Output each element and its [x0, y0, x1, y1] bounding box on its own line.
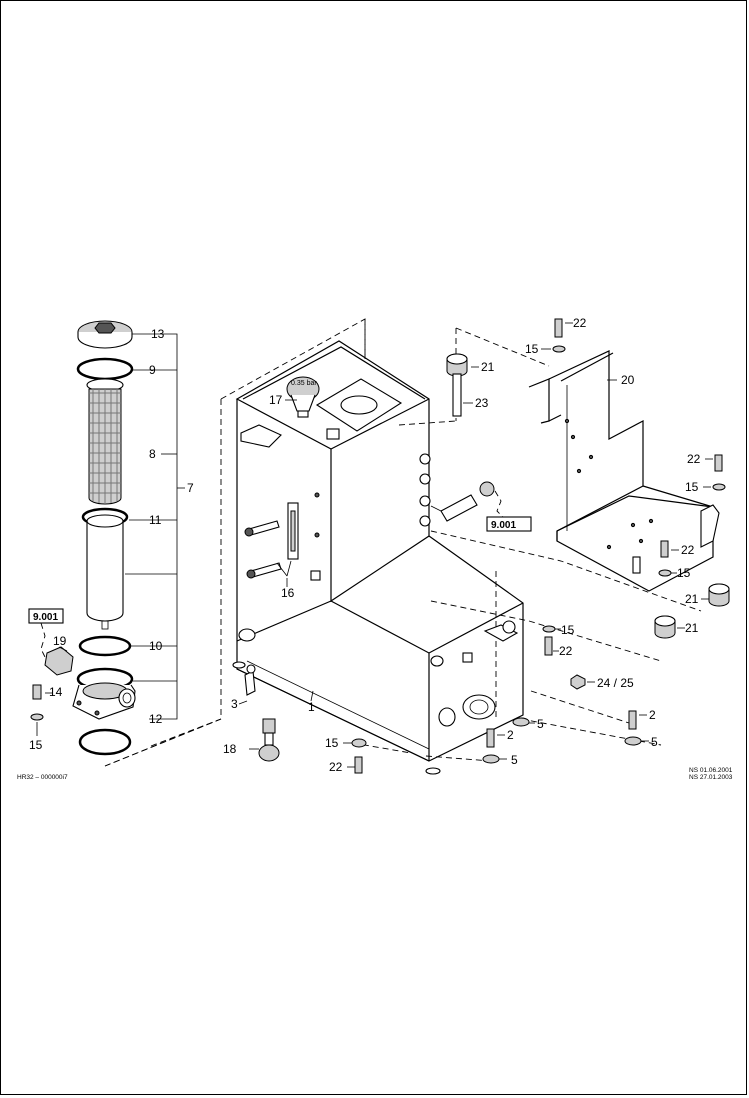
- callout-22-bottom: 22: [329, 760, 343, 774]
- breather-cap: [286, 376, 320, 418]
- rubber-mount-right: [708, 583, 730, 607]
- callout-15-middle: 15: [561, 623, 575, 637]
- callout-24-25: 24 / 25: [597, 676, 634, 690]
- callout-16: 16: [281, 586, 295, 600]
- callout-23: 23: [475, 396, 489, 410]
- hydraulic-tank: [104, 318, 702, 775]
- callout-14: 14: [49, 685, 63, 699]
- callout-2-right: 2: [649, 708, 656, 722]
- reference-9001-mid: 9.001: [491, 520, 516, 531]
- callout-21-right: 21: [685, 592, 699, 606]
- callout-15-right-lower: 15: [677, 566, 691, 580]
- reference-9001-mid-frame: [486, 516, 532, 532]
- callout-18: 18: [223, 742, 237, 756]
- callout-5-center: 5: [511, 753, 518, 767]
- callout-15: 15: [29, 738, 43, 752]
- drawing-code: HR32 – 000000i7: [17, 774, 68, 781]
- callout-15-bottom: 15: [325, 736, 339, 750]
- callout-5-right: 5: [651, 735, 658, 749]
- revision-1: NS 01.06.2001: [689, 767, 733, 774]
- callout-1: 1: [308, 700, 315, 714]
- callout-7: 7: [187, 481, 194, 495]
- filter-housing: [86, 514, 124, 630]
- breather-pressure-label: 0.35 bar: [291, 380, 317, 387]
- filter-head: [72, 667, 136, 720]
- callout-2-center: 2: [507, 728, 514, 742]
- callout-21-top: 21: [481, 360, 495, 374]
- filter-assembly: [28, 320, 185, 756]
- callout-5-foot: 5: [537, 717, 544, 731]
- callout-10: 10: [149, 639, 163, 653]
- rubber-mount-center: [654, 615, 676, 639]
- callout-20: 20: [621, 373, 635, 387]
- callout-labels: 13 9 8 7 11 10 12 19 14 15 9.001 17 0.35…: [17, 316, 733, 781]
- reference-9001-left: 9.001: [33, 612, 58, 623]
- callout-22-top: 22: [573, 316, 587, 330]
- callout-12: 12: [149, 712, 163, 726]
- filter-element: [86, 378, 124, 505]
- callout-3: 3: [231, 697, 238, 711]
- callout-22-middle: 22: [559, 644, 573, 658]
- callout-22-right-lower: 22: [681, 543, 695, 557]
- callout-13: 13: [151, 327, 165, 341]
- drain-plug: [258, 718, 280, 762]
- callout-19: 19: [53, 634, 67, 648]
- callout-11: 11: [149, 513, 162, 527]
- mounting-bracket: [446, 318, 730, 764]
- callout-8: 8: [149, 447, 156, 461]
- callout-9: 9: [149, 363, 156, 377]
- revision-2: NS 27.01.2003: [689, 774, 733, 781]
- callout-15-right: 15: [685, 480, 699, 494]
- callout-17: 17: [269, 393, 283, 407]
- rubber-mount-top: [446, 353, 468, 417]
- callout-22-right: 22: [687, 452, 701, 466]
- callout-15-top: 15: [525, 342, 539, 356]
- filter-cap: [77, 320, 133, 349]
- callout-21-center: 21: [685, 621, 699, 635]
